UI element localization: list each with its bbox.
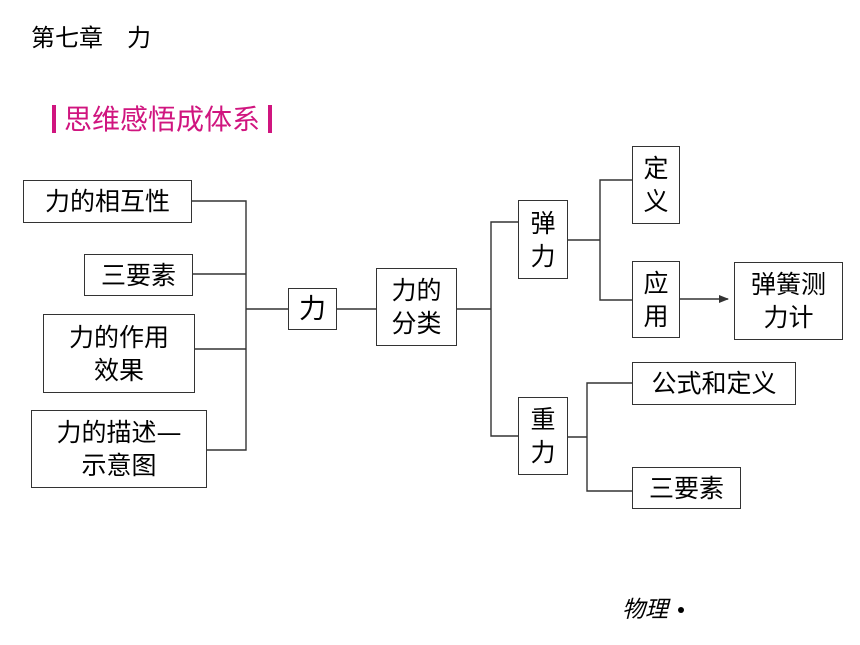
node-classification-label: 力的 分类 — [391, 276, 442, 338]
node-effect-label: 力的作用 效果 — [68, 322, 169, 385]
section-title: 思维感悟成体系 — [44, 102, 280, 138]
chapter-title: 第七章 力 — [31, 24, 151, 52]
node-gravity: 重 力 — [518, 397, 568, 475]
node-elastic-label: 弹 力 — [530, 208, 556, 271]
node-center-force-label: 力 — [299, 293, 326, 325]
section-bar-left — [52, 105, 56, 133]
node-elastic: 弹 力 — [518, 200, 568, 279]
node-elastic-definition: 定 义 — [632, 146, 680, 224]
node-gravity-formula: 公式和定义 — [632, 362, 796, 405]
section-bar-right — [268, 105, 273, 133]
node-interaction: 力的相互性 — [23, 180, 192, 223]
node-three-elements: 三要素 — [84, 254, 193, 296]
node-gravity-formula-label: 公式和定义 — [651, 369, 777, 398]
node-gravity-three-elements-label: 三要素 — [648, 473, 724, 503]
footer-dot — [678, 607, 684, 613]
node-center-force: 力 — [288, 288, 337, 330]
section-title-text: 思维感悟成体系 — [64, 103, 261, 136]
connector-gravity-bracket — [586, 382, 632, 492]
node-elastic-application-label: 应 用 — [643, 268, 669, 331]
connector-classification-bracket — [490, 221, 518, 437]
node-effect: 力的作用 效果 — [43, 314, 195, 393]
footer-subject-label: 物理 — [622, 597, 668, 623]
node-spring-scale-label: 弹簧测 力计 — [750, 270, 826, 332]
node-interaction-label: 力的相互性 — [44, 187, 170, 216]
node-description-label: 力的描述— 示意图 — [56, 418, 182, 480]
node-three-elements-label: 三要素 — [100, 260, 176, 290]
node-elastic-application: 应 用 — [632, 261, 680, 338]
node-gravity-label: 重 力 — [530, 405, 556, 467]
node-description: 力的描述— 示意图 — [31, 410, 207, 488]
node-classification: 力的 分类 — [376, 268, 457, 346]
node-elastic-definition-label: 定 义 — [643, 154, 669, 216]
footer-subject: 物理 — [622, 590, 684, 624]
node-gravity-three-elements: 三要素 — [632, 467, 741, 509]
node-spring-scale: 弹簧测 力计 — [734, 262, 843, 340]
connector-elastic-bracket — [599, 179, 632, 301]
connector-left-bracket — [192, 200, 247, 451]
